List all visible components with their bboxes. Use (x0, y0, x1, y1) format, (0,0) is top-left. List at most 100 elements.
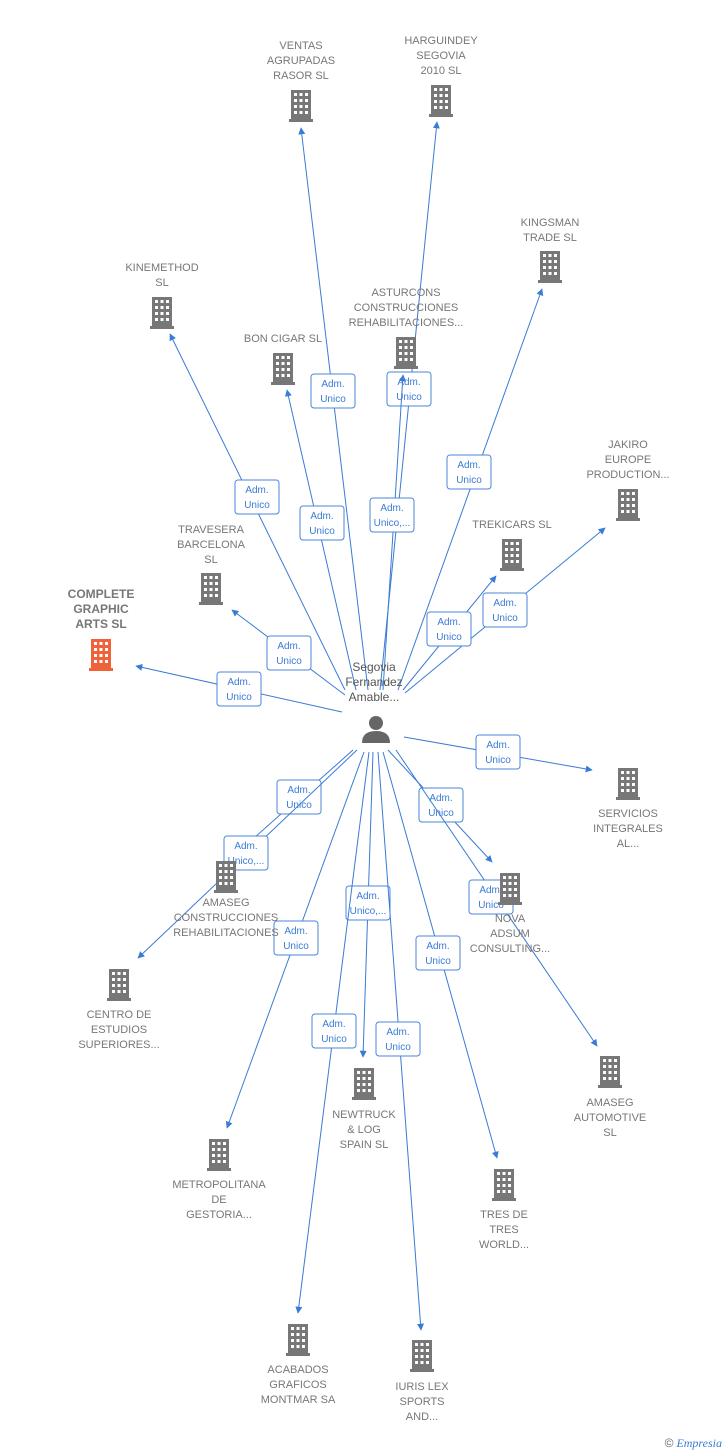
building-icon (286, 1324, 310, 1356)
edge-ventas: Adm.Unico (298, 127, 369, 691)
edge-trekicars: Adm.Unico (402, 575, 497, 691)
brand-footer[interactable]: © Empresia (665, 1436, 722, 1451)
edge-travesera: Adm.Unico (231, 609, 346, 696)
company-name-line: SL (155, 277, 168, 289)
edge-label-metropolitana[interactable]: Adm.Unico (273, 920, 319, 956)
edge-label-ventas[interactable]: Adm.Unico (310, 373, 356, 409)
edge-label-kinemethod[interactable]: Adm.Unico (234, 479, 280, 515)
edge-asturcons: Adm.Unico,... (369, 374, 415, 691)
edge-label-acabados[interactable]: Adm.Unico (311, 1013, 357, 1049)
edge-label-text: Unico (276, 656, 302, 667)
company-name-line: & LOG (347, 1124, 381, 1136)
company-name-line: METROPOLITANA (172, 1179, 266, 1191)
company-node-iuris[interactable]: IURIS LEXSPORTSAND... (395, 1340, 449, 1423)
center-person[interactable]: SegoviaFernandezAmable... (345, 660, 403, 743)
edge-label-box (273, 920, 319, 956)
edge-label-text: Unico (385, 1042, 411, 1053)
company-node-boncigar[interactable]: BON CIGAR SL (244, 333, 322, 385)
edge-label-text: Adm. (429, 793, 452, 804)
company-name-line: REHABILITACIONES... (349, 317, 464, 329)
company-name-line: RASOR SL (273, 70, 329, 82)
company-node-kingsman[interactable]: KINGSMAN TRADE SL (521, 217, 580, 283)
company-name-line: AMASEG (202, 897, 249, 909)
company-node-servicios[interactable]: SERVICIOSINTEGRALESAL... (593, 768, 663, 850)
edge-label-box (475, 734, 521, 770)
company-name-line: TRAVESERA (178, 524, 244, 536)
person-name: SegoviaFernandezAmable... (345, 660, 402, 704)
edge-amaseg_c: Adm.Unico (244, 749, 354, 847)
company-name-line: HARGUINDEY (404, 35, 478, 47)
company-name-line: COMPLETE (68, 587, 135, 601)
edge-label-box (446, 454, 492, 490)
edge-label-asturcons[interactable]: Adm.Unico,... (369, 497, 415, 533)
edge-label-nova[interactable]: Adm.Unico (418, 787, 464, 823)
company-name-line: AMASEG (586, 1097, 633, 1109)
edge-label-tres[interactable]: Adm. Unico (415, 935, 461, 971)
edge-label-boncigar[interactable]: Adm.Unico (299, 505, 345, 541)
company-name-line: JAKIRO (608, 439, 648, 451)
edge-label-jakiro[interactable]: Adm.Unico (482, 592, 528, 628)
company-node-jakiro[interactable]: JAKIROEUROPEPRODUCTION... (586, 439, 670, 521)
edge-label-servicios[interactable]: Adm.Unico (475, 734, 521, 770)
company-name-line: IURIS LEX (395, 1381, 449, 1393)
company-name-line: KINGSMAN (521, 217, 580, 229)
company-node-asturcons[interactable]: ASTURCONSCONSTRUCCIONESREHABILITACIONES.… (349, 287, 464, 369)
edge-label-travesera[interactable]: Adm.Unico (266, 635, 312, 671)
edge-iuris: Adm.Unico (375, 751, 425, 1331)
edge-label-trekicars[interactable]: Adm.Unico (426, 611, 472, 647)
edge-label-text: Unico (396, 392, 422, 403)
edge-label-kingsman[interactable]: Adm.Unico (446, 454, 492, 490)
edge-label-box (310, 373, 356, 409)
company-node-tres[interactable]: TRES DETRESWORLD... (479, 1169, 529, 1251)
company-name-line: AND... (406, 1411, 438, 1423)
company-name-line: AL... (617, 838, 640, 850)
person-name-line: Fernandez (345, 675, 402, 689)
company-node-trekicars[interactable]: TREKICARS SL (472, 519, 552, 571)
edge-servicios: Adm.Unico (403, 734, 593, 773)
copyright-symbol: © (664, 1436, 674, 1450)
company-name-line: PRODUCTION... (586, 469, 669, 481)
edge-label-text: Adm. (426, 941, 449, 952)
building-icon (207, 1139, 231, 1171)
company-name-line: TRADE SL (523, 232, 577, 244)
company-node-nova[interactable]: NOVAADSUMCONSULTING... (470, 873, 550, 955)
edge-tres: Adm. Unico (382, 751, 499, 1159)
building-icon (616, 768, 640, 800)
edge-label-harguindey[interactable]: Adm.Unico (386, 371, 432, 407)
edge-label-newtruck[interactable]: Adm.Unico,... (345, 885, 391, 921)
company-name-line: GRAFICOS (269, 1379, 326, 1391)
edge-label-text: Adm. (284, 926, 307, 937)
company-name-line: SL (204, 554, 217, 566)
company-name-line: REHABILITACIONES (173, 927, 279, 939)
edge-label-text: Unico (244, 500, 270, 511)
company-name-line: TRES (489, 1224, 518, 1236)
company-name-line: CONSTRUCCIONES (354, 302, 459, 314)
edge-label-text: Unico (425, 956, 451, 967)
edge-label-amaseg_c[interactable]: Adm.Unico (276, 779, 322, 815)
edge-acabados: Adm.Unico (295, 751, 370, 1314)
company-name-line: VENTAS (279, 40, 322, 52)
edge-label-text: Unico,... (374, 518, 411, 529)
edge-label-iuris[interactable]: Adm.Unico (375, 1021, 421, 1057)
company-node-metropolitana[interactable]: METROPOLITANADEGESTORIA... (172, 1139, 266, 1221)
edge-label-text: Adm. (234, 841, 257, 852)
edge-label-text: Adm. (227, 677, 250, 688)
company-name-line: ARTS SL (75, 617, 126, 631)
edge-label-box (482, 592, 528, 628)
person-icon (362, 716, 390, 743)
edge-label-box (415, 935, 461, 971)
company-node-centro[interactable]: CENTRO DEESTUDIOSSUPERIORES... (78, 969, 160, 1051)
edge-label-complete[interactable]: Adm.Unico (216, 671, 262, 707)
edge-label-text: Unico (320, 394, 346, 405)
building-icon (429, 85, 453, 117)
